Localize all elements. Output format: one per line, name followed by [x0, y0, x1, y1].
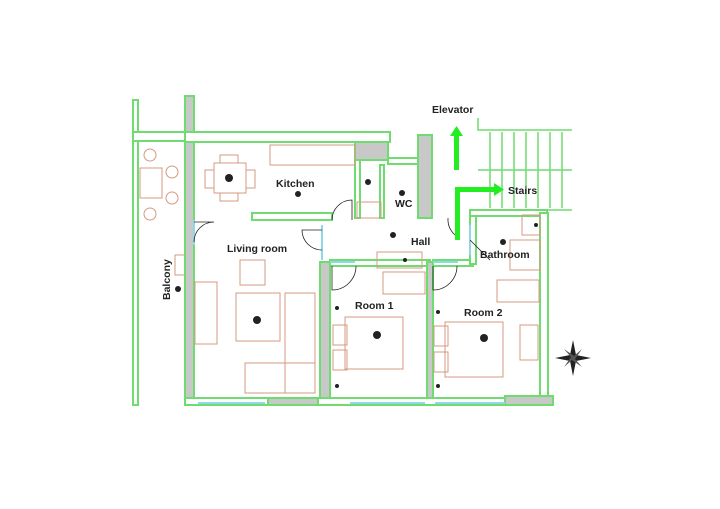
label-wc: WC: [395, 198, 413, 210]
arrow-right-icon: [455, 183, 504, 240]
label-stairs: Stairs: [508, 185, 537, 197]
label-balcony: Balcony: [161, 259, 173, 300]
label-bathroom: Bathroom: [480, 249, 530, 261]
compass-rose-icon: [555, 340, 591, 376]
label-room-2: Room 2: [464, 307, 503, 319]
ceiling-light-icon: [175, 174, 538, 388]
label-kitchen: Kitchen: [276, 178, 315, 190]
stairs-area: [477, 118, 572, 211]
label-living-room: Living room: [227, 243, 287, 255]
label-hall: Hall: [411, 236, 430, 248]
walls: [184, 95, 554, 406]
furniture: [194, 144, 541, 394]
label-elevator: Elevator: [432, 104, 473, 116]
balcony-area: [132, 99, 189, 406]
label-room-1: Room 1: [355, 300, 394, 312]
arrow-up-icon: [450, 126, 463, 170]
